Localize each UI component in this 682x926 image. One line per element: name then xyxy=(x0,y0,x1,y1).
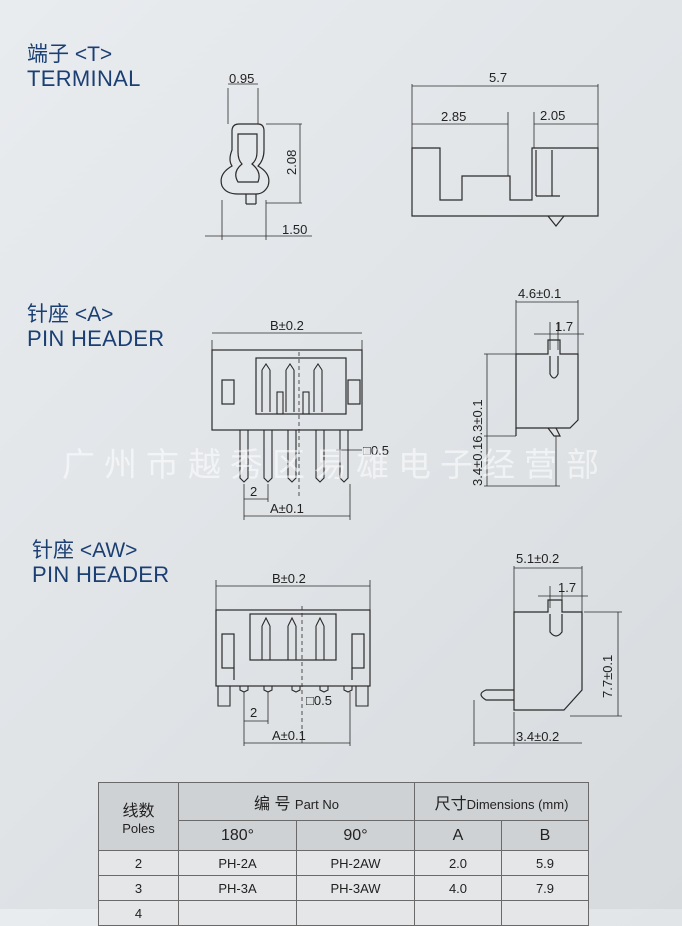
pin-header-a-title-cn: 针座 <A> xyxy=(27,303,114,326)
col-b-header: B xyxy=(501,820,589,851)
row-dim-b xyxy=(501,900,589,926)
row-poles: 3 xyxy=(98,875,179,901)
table-row: 3 PH-3A PH-3AW 4.0 7.9 xyxy=(98,875,589,901)
pin-header-aw-title: 针座 <AW> PIN HEADER xyxy=(32,540,169,586)
table-header-row: 线数 Poles 编 号 Part No 尺寸Dimensions (mm) xyxy=(98,782,589,851)
t-right-dim: 2.05 xyxy=(540,108,565,123)
col-a-header: A xyxy=(414,820,502,851)
aw-bottom-dim: 3.4±0.2 xyxy=(516,729,559,744)
row-dim-b: 7.9 xyxy=(501,875,589,901)
table-subheader-row: 180° 90° A B xyxy=(99,820,589,851)
pin-header-a-title-en: PIN HEADER xyxy=(27,326,165,351)
pin-header-aw-title-en: PIN HEADER xyxy=(32,562,170,587)
row-part-180: PH-3A xyxy=(178,875,297,901)
row-dim-b: 5.9 xyxy=(501,850,589,876)
dimensions-header-en: Dimensions (mm) xyxy=(466,796,569,812)
terminal-title-cn: 端子 <T> xyxy=(27,43,113,66)
aw-height-dim: 7.7±0.1 xyxy=(600,655,615,698)
terminal-title: 端子 <T> TERMINAL xyxy=(27,44,141,90)
t-base-dim: 1.50 xyxy=(282,222,307,237)
row-poles: 2 xyxy=(98,850,179,876)
row-dim-a: 2.0 xyxy=(414,850,502,876)
a-a-dim: A±0.1 xyxy=(270,501,304,516)
pin-header-aw-front-view xyxy=(215,580,371,746)
col-90-header: 90° xyxy=(296,820,415,851)
poles-header-en: Poles xyxy=(122,821,155,836)
table-row: 4 xyxy=(98,900,589,926)
pin-header-aw-side-view xyxy=(473,566,622,746)
poles-header: 线数 Poles xyxy=(98,782,179,851)
t-width-dim: 0.95 xyxy=(229,71,254,86)
pin-header-a-title: 针座 <A> PIN HEADER xyxy=(27,304,164,350)
pin-header-aw-title-cn: 针座 <AW> xyxy=(32,539,138,562)
row-part-90 xyxy=(296,900,415,926)
watermark-text: 广州市越秀区易雄电子经营部 xyxy=(62,445,608,484)
table-row: 2 PH-2A PH-2AW 2.0 5.9 xyxy=(98,850,589,876)
dimensions-header-cn: 尺寸 xyxy=(434,795,467,813)
t-height-dim: 2.08 xyxy=(284,150,299,175)
terminal-side-view xyxy=(411,84,599,227)
part-no-header: 编 号 Part No xyxy=(178,782,415,821)
part-no-header-en: Part No xyxy=(294,796,339,812)
aw-slot-dim: 1.7 xyxy=(558,580,576,595)
aw-b-dim: B±0.2 xyxy=(272,571,306,586)
a-b-dim: B±0.2 xyxy=(270,318,304,333)
aw-sq-dim: □0.5 xyxy=(306,693,332,708)
pin-header-a-side-view xyxy=(484,300,584,487)
terminal-front-view xyxy=(205,83,312,240)
row-dim-a: 4.0 xyxy=(414,875,502,901)
poles-header-cn: 线数 xyxy=(122,803,155,820)
row-dim-a xyxy=(414,900,502,926)
col-180-header: 180° xyxy=(178,820,297,851)
a-slot-dim: 1.7 xyxy=(555,319,573,334)
a-height-dim: 3.4±0.16.3±0.1 xyxy=(470,399,485,486)
aw-a-dim: A±0.1 xyxy=(272,728,306,743)
a-sq-dim: □0.5 xyxy=(363,443,389,458)
t-left-dim: 2.85 xyxy=(441,109,466,124)
row-part-180: PH-2A xyxy=(178,850,297,876)
pin-header-a-front-view xyxy=(211,332,363,520)
spec-table: 线数 Poles 编 号 Part No 尺寸Dimensions (mm) 1… xyxy=(98,782,589,926)
a-side-dim: 4.6±0.1 xyxy=(518,286,561,301)
aw-pitch-dim: 2 xyxy=(250,705,257,720)
row-poles: 4 xyxy=(98,900,179,926)
aw-side-dim: 5.1±0.2 xyxy=(516,551,559,566)
t-total-dim: 5.7 xyxy=(489,70,507,85)
dimensions-header: 尺寸Dimensions (mm) xyxy=(414,782,589,821)
row-part-90: PH-2AW xyxy=(296,850,415,876)
row-part-90: PH-3AW xyxy=(296,875,415,901)
a-pitch-dim: 2 xyxy=(250,484,257,499)
row-part-180 xyxy=(178,900,297,926)
part-no-header-cn: 编 号 xyxy=(254,795,291,813)
terminal-title-en: TERMINAL xyxy=(27,66,141,91)
